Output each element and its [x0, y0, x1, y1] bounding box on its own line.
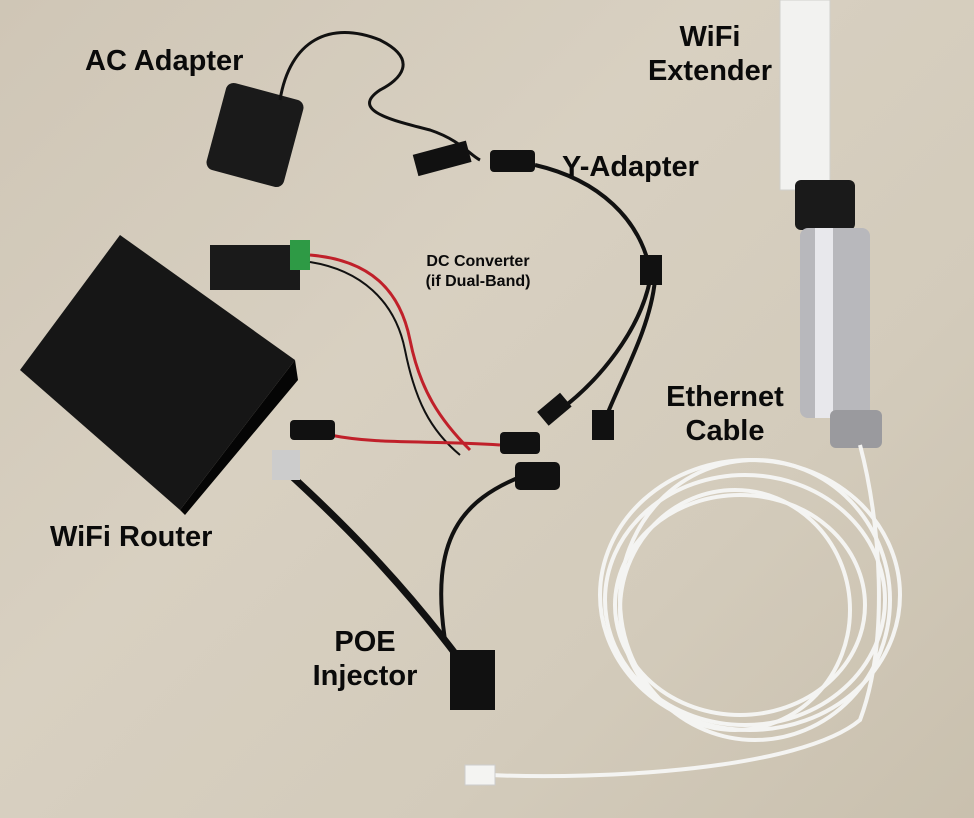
wifi-extender-antenna [779, 0, 882, 448]
label-wifi-extender: WiFi Extender [640, 20, 780, 88]
label-y-adapter: Y-Adapter [562, 151, 699, 183]
label-wifi-extender-line1: WiFi [679, 21, 741, 53]
label-ethernet-cable: Ethernet Cable [665, 380, 785, 448]
poe-injector [272, 450, 560, 710]
label-dc-converter-line1: DC Converter [426, 253, 530, 270]
label-ac-adapter: AC Adapter [85, 45, 244, 77]
dc-converter [210, 240, 540, 456]
label-dc-converter: DC Converter (if Dual-Band) [398, 252, 558, 292]
ac-adapter [206, 31, 535, 188]
label-wifi-router: WiFi Router [50, 521, 213, 553]
label-dc-converter-line2: (if Dual-Band) [425, 273, 531, 290]
label-ethernet-cable-line2: Cable [685, 415, 765, 447]
label-poe-injector-line2: Injector [312, 660, 418, 692]
label-poe-injector-line1: POE [334, 626, 396, 658]
ethernet-cable-coil [464, 444, 902, 786]
wifi-router [20, 235, 298, 515]
label-ethernet-cable-line1: Ethernet [666, 381, 784, 413]
y-adapter [534, 163, 662, 440]
label-wifi-extender-line2: Extender [647, 55, 773, 87]
label-poe-injector: POE Injector [300, 625, 430, 693]
